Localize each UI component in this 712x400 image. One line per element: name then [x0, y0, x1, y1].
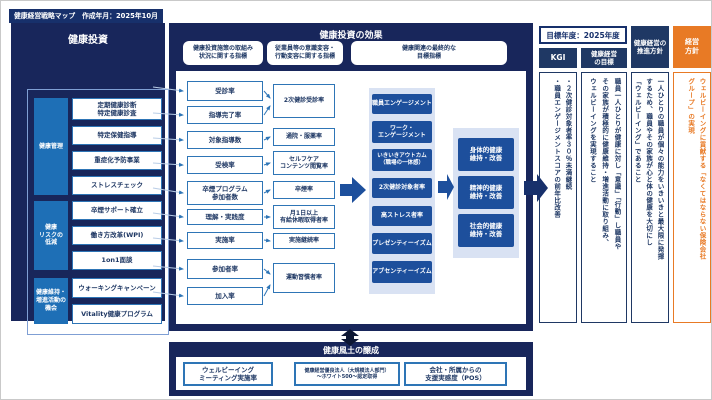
culture-item: 会社・所属からの 支援実感度（POS）: [404, 362, 507, 386]
outcome-metric: 職員エンゲージメント: [372, 94, 432, 114]
outcome-metric: プレゼンティーイズム: [372, 233, 432, 254]
process-metric: 対象指導数: [187, 131, 263, 149]
process-metric: 参加者率: [187, 259, 263, 279]
investment-panel-title: 健康投資: [68, 35, 108, 46]
process-metric: 受診率: [187, 81, 263, 101]
investment-group-items: 卒煙サポート確立 働き方改革(WPI) 1on1面談: [72, 201, 162, 270]
behavior-metric: 通院・服薬率: [273, 128, 335, 146]
process-metric: 指導完了率: [187, 106, 263, 124]
outcome-metric: 高ストレス者率: [372, 206, 432, 226]
outcome-metric: いきいきアウトカム （職場の一体感）: [372, 149, 432, 171]
investment-category-label: 健康維持・ 増進活動の 機会: [34, 278, 68, 324]
investment-item: Vitality健康プログラム: [72, 304, 162, 324]
investment-item: 特定保健指導: [72, 126, 162, 145]
investment-item: 1on1面談: [72, 251, 162, 270]
management-policy-header: 経営 方針: [673, 26, 711, 68]
process-metric: 実施率: [187, 232, 263, 249]
outcome-metric: アブセンティーイズム: [372, 261, 432, 283]
health-outcome: 社会的健康 維持・改善: [458, 214, 514, 247]
investment-category-label: 健康 リスクの 低減: [34, 201, 68, 270]
health-outcome: 身体的健康 維持・改善: [458, 138, 514, 171]
investment-item: 卒煙サポート確立: [72, 201, 162, 220]
investment-group-items: ウォーキングキャンペーン Vitality健康プログラム: [72, 278, 162, 324]
outcome-metric: 2次健診対象者率: [372, 178, 432, 198]
investment-item: ストレスチェック: [72, 176, 162, 195]
process-metric: 受検率: [187, 156, 263, 174]
culture-panel-title: 健康風土の醸成: [323, 346, 379, 355]
investment-group: 健康維持・ 増進活動の 機会 ウォーキングキャンペーン Vitality健康プロ…: [34, 278, 162, 324]
effects-panel-title: 健康投資の効果: [319, 31, 383, 41]
investment-panel: 健康投資 健康管理 定期健康診断 特定健康診査 特定保健指導 重症化予防事業 ス…: [11, 23, 169, 335]
behavior-metric: 2次健診受診率: [273, 84, 335, 118]
goal-body: 職員一人ひとりが健康に対し「意識」「行動」し職員や その家族が積極的に健康維持・…: [581, 72, 627, 323]
behavior-metric: 運動習慣者率: [273, 263, 335, 293]
effects-column-header-behavior: 従業員等の意識変容・ 行動変容に関する指標: [267, 41, 343, 65]
culture-item: ウェルビーイング ミーティング実施率: [183, 362, 273, 386]
health-outcome: 精神的健康 維持・改善: [458, 176, 514, 209]
behavior-metric: 卒煙率: [273, 181, 335, 199]
behavior-metric: 月1日以上 有給休暇取得者率: [273, 205, 335, 229]
kgi-header: KGI: [539, 48, 577, 68]
behavior-metric: セルフケア コンテンツ閲覧率: [273, 151, 335, 175]
investment-item: 定期健康診断 特定健康診査: [72, 98, 162, 120]
investment-group: 健康 リスクの 低減 卒煙サポート確立 働き方改革(WPI) 1on1面談: [34, 201, 162, 270]
page-title: 健康経営戦略マップ 作成年月：2025年10月: [9, 9, 163, 23]
investment-item: 重症化予防事業: [72, 151, 162, 170]
outcome-metric: ワーク・ エンゲージメント: [372, 121, 432, 143]
investment-inner-frame: 健康管理 定期健康診断 特定健康診査 特定保健指導 重症化予防事業 ストレスチェ…: [27, 89, 169, 335]
process-metric: 理解・実践度: [187, 209, 263, 225]
promotion-policy-body: 一人ひとりの職員が個々の能力をいきいきと最大限に発揮 するため、職員やその家族が…: [631, 72, 669, 323]
process-metric: 加入率: [187, 287, 263, 305]
target-year-box: 目標年度：2025年度: [539, 26, 627, 44]
promotion-policy-header: 健康経営の 推進方針: [631, 26, 669, 68]
effects-column-header-outcome: 健康関連の最終的な 目標指標: [351, 41, 507, 65]
investment-group: 健康管理 定期健康診断 特定健康診査 特定保健指導 重症化予防事業 ストレスチェ…: [34, 98, 162, 195]
investment-item: ウォーキングキャンペーン: [72, 278, 162, 298]
management-policy-body: ウェルビーイングに貢献する「なくてはならない保険会社 グループ」の実現: [673, 72, 711, 323]
investment-group-items: 定期健康診断 特定健康診査 特定保健指導 重症化予防事業 ストレスチェック: [72, 98, 162, 195]
goal-header: 健康経営 の目標: [581, 48, 627, 68]
behavior-metric: 実施継続率: [273, 233, 335, 249]
investment-item: 働き方改革(WPI): [72, 226, 162, 245]
process-metric: 卒煙プログラム 参加者数: [187, 181, 263, 205]
culture-item: 健康経営優良法人（大規模法人部門） ～ホワイト500～認定取得: [294, 362, 400, 386]
kgi-body: ・２次健診対象者率３０％未満継続 ・職員エンゲージメントスコアの前年比改善: [539, 72, 577, 323]
investment-category-label: 健康管理: [34, 98, 68, 195]
effects-column-header-process: 健康投資施策の取組み 状況に関する指標: [183, 41, 263, 65]
